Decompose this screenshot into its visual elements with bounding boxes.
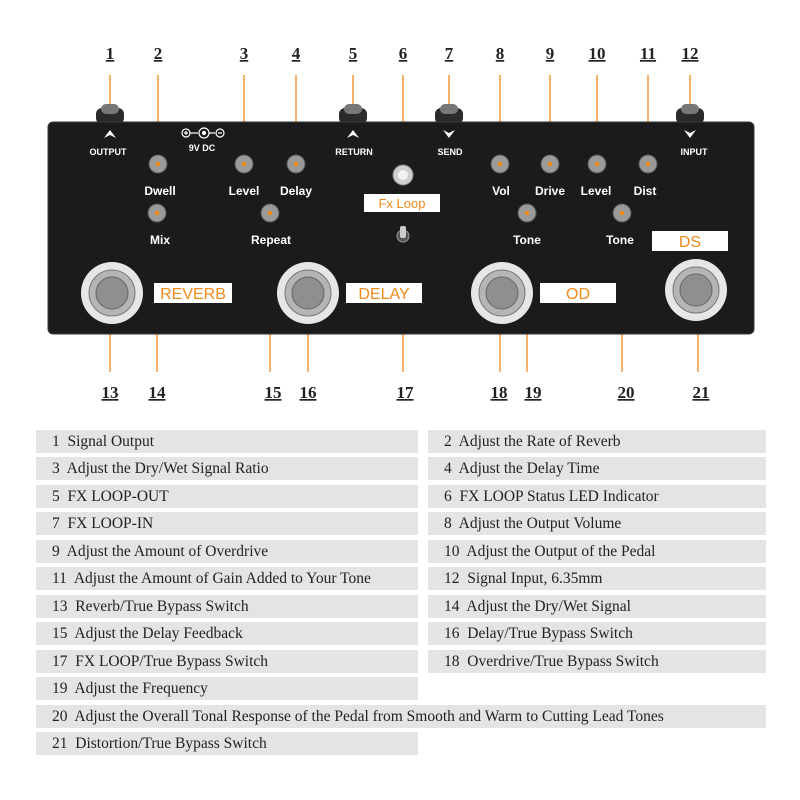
level-label-reverb: Level [229,184,260,198]
callout-19: 19 [525,383,542,402]
arrow-down-icon [443,130,455,138]
callout-3: 3 [240,44,249,63]
legend-row: 13 Reverb/True Bypass Switch [36,595,418,618]
legend-row: 7 FX LOOP-IN [36,512,418,535]
legend-row: 15 Adjust the Delay Feedback [36,622,418,645]
reverb-tag: REVERB [160,286,226,303]
legend-row: 4 Adjust the Delay Time [428,457,766,480]
vol-label: Vol [492,184,510,198]
footswitch-delay[interactable] [277,262,339,324]
dist-label: Dist [634,184,657,198]
return-label: RETURN [335,147,373,157]
callout-14: 14 [149,383,167,402]
callout-21: 21 [693,383,710,402]
jack-sockets [96,104,704,124]
legend-row: 6 FX LOOP Status LED Indicator [428,485,766,508]
legend-row: 16 Delay/True Bypass Switch [428,622,766,645]
drive-label: Drive [535,184,565,198]
callout-16: 16 [300,383,317,402]
callout-17: 17 [397,383,415,402]
legend-row: 11 Adjust the Amount of Gain Added to Yo… [36,567,418,590]
input-label: INPUT [681,147,709,157]
callout-9: 9 [546,44,555,63]
legend-row: 21 Distortion/True Bypass Switch [36,732,418,755]
delay-tag-box [346,283,422,303]
reverb-tag-box [154,283,232,303]
arrow-up-icon [347,130,359,138]
callout-10: 10 [589,44,606,63]
callout-20: 20 [618,383,635,402]
footswitch-reverb[interactable] [81,262,143,324]
led-lens [398,170,408,180]
callout-8: 8 [496,44,505,63]
knob-center-dots [154,161,651,216]
fx-loop-tag-box [364,194,440,212]
legend-row: 17 FX LOOP/True Bypass Switch [36,650,418,673]
level-label-ds: Level [581,184,612,198]
output-label: OUTPUT [90,147,128,157]
tone-label-od: Tone [513,233,541,247]
od-tag-box [540,283,616,303]
callout-4: 4 [292,44,301,63]
footswitch-od[interactable] [471,262,533,324]
callout-1: 1 [106,44,115,63]
legend-row: 5 FX LOOP-OUT [36,485,418,508]
legend-row: 3 Adjust the Dry/Wet Signal Ratio [36,457,418,480]
callout-11: 11 [640,44,656,63]
mix-label: Mix [150,233,170,247]
fx-loop-toggle[interactable] [396,226,410,243]
footswitch-ds[interactable] [665,259,727,321]
callout-12: 12 [682,44,699,63]
od-tag: OD [566,286,590,303]
callout-5: 5 [349,44,358,63]
callout-13: 13 [102,383,119,402]
legend-row: 8 Adjust the Output Volume [428,512,766,535]
callout-18: 18 [491,383,508,402]
send-label: SEND [437,147,463,157]
callout-15: 15 [265,383,282,402]
repeat-label: Repeat [251,233,291,247]
delay-label: Delay [280,184,312,198]
callout-2: 2 [154,44,163,63]
ds-tag-box [652,231,728,251]
fx-loop-tag: Fx Loop [379,196,426,211]
arrow-down-icon [684,130,696,138]
legend-row: 10 Adjust the Output of the Pedal [428,540,766,563]
arrow-up-icon [104,130,116,138]
tone-label-ds: Tone [606,233,634,247]
legend-row: 1 Signal Output [36,430,418,453]
pedal-diagram: 1 2 3 4 5 6 7 8 9 10 11 12 OUTPUT RETURN… [47,44,755,402]
legend-row: 12 Signal Input, 6.35mm [428,567,766,590]
legend-row: 19 Adjust the Frequency [36,677,418,700]
callout-6: 6 [399,44,408,63]
delay-tag: DELAY [358,286,410,303]
dwell-label: Dwell [144,184,175,198]
legend-row: 20 Adjust the Overall Tonal Response of … [36,705,766,728]
legend-row: 9 Adjust the Amount of Overdrive [36,540,418,563]
dc-polarity-icon [181,127,225,139]
legend-row: 2 Adjust the Rate of Reverb [428,430,766,453]
legend-row: 18 Overdrive/True Bypass Switch [428,650,766,673]
callout-7: 7 [445,44,454,63]
legend-row: 14 Adjust the Dry/Wet Signal [428,595,766,618]
ds-tag: DS [679,234,701,251]
power-label: 9V DC [189,143,216,153]
